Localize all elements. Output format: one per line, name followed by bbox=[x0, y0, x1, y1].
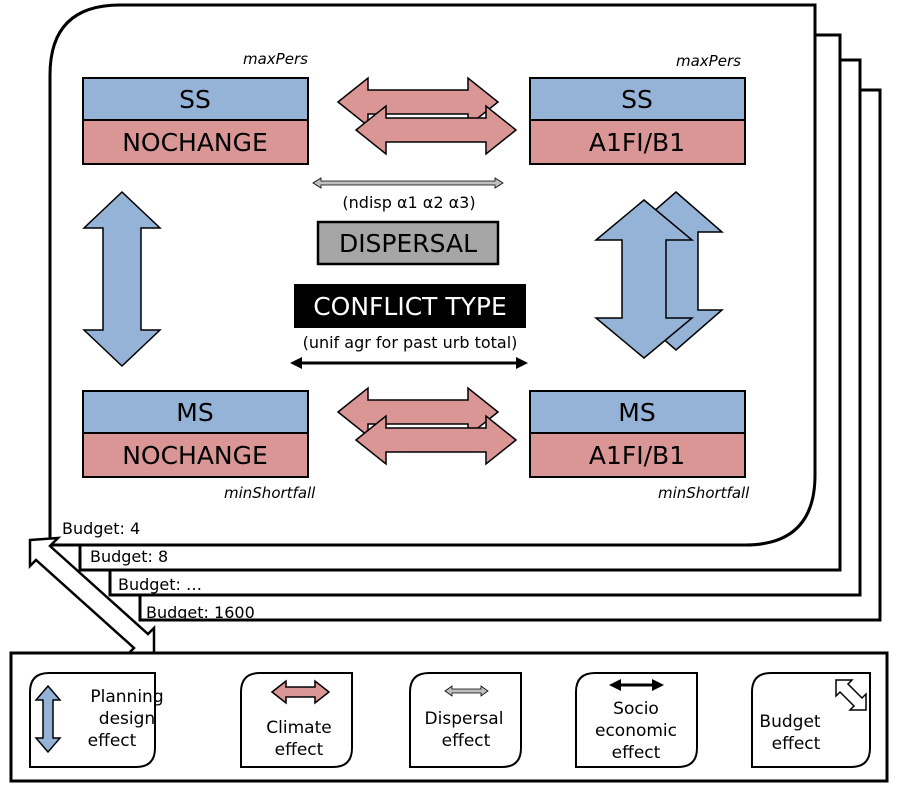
svg-text:Budget: 8: Budget: 8 bbox=[90, 547, 168, 566]
objective-top-right: maxPers bbox=[676, 52, 741, 70]
budget-tab-1: Budget: 4 bbox=[62, 519, 140, 538]
budget-tab-2: Budget: 8 bbox=[90, 547, 168, 566]
budget-tab-4: Budget: 1600 bbox=[146, 603, 255, 622]
climate-label: NOCHANGE bbox=[122, 441, 268, 470]
legend-socio-economic: Socio economic effect bbox=[575, 672, 698, 768]
svg-text:effect: effect bbox=[772, 734, 821, 754]
strategy-label: SS bbox=[179, 85, 211, 114]
scenario-box-bottom-left: MS NOCHANGE bbox=[82, 390, 309, 478]
strategy-label: SS bbox=[621, 85, 653, 114]
conflict-params: (unif agr for past urb total) bbox=[303, 333, 518, 352]
svg-text:Socio: Socio bbox=[613, 699, 659, 719]
svg-text:effect: effect bbox=[612, 743, 661, 763]
svg-text:Budget: 4: Budget: 4 bbox=[62, 519, 140, 538]
scenario-box-bottom-right: MS A1FI/B1 bbox=[529, 390, 746, 478]
planning-arrow-left bbox=[82, 190, 162, 368]
planning-arrow-right bbox=[593, 191, 725, 359]
strategy-label: MS bbox=[618, 398, 655, 427]
svg-text:Dispersal: Dispersal bbox=[425, 709, 504, 729]
svg-text:effect: effect bbox=[275, 740, 324, 760]
climate-label: NOCHANGE bbox=[122, 128, 268, 157]
svg-text:design: design bbox=[99, 709, 155, 729]
legend-climate: Climate effect bbox=[240, 672, 353, 768]
objective-bottom-left: minShortfall bbox=[224, 484, 316, 502]
climate-label: A1FI/B1 bbox=[589, 441, 685, 470]
climate-arrow-bottom bbox=[336, 386, 518, 466]
strategy-label: MS bbox=[176, 398, 213, 427]
budget-tab-3: Budget: … bbox=[118, 575, 202, 594]
conflict-type-box: CONFLICT TYPE bbox=[294, 284, 526, 328]
scenario-box-top-left: SS NOCHANGE bbox=[82, 77, 309, 165]
dispersal-params: (ndisp α1 α2 α3) bbox=[342, 193, 475, 212]
svg-text:Climate: Climate bbox=[266, 718, 331, 738]
svg-text:economic: economic bbox=[595, 721, 677, 741]
svg-text:effect: effect bbox=[442, 731, 491, 751]
climate-arrow-top bbox=[336, 76, 518, 156]
legend-dispersal: Dispersal effect bbox=[409, 672, 522, 768]
svg-text:Budget: 1600: Budget: 1600 bbox=[146, 603, 255, 622]
dispersal-label: DISPERSAL bbox=[339, 229, 477, 258]
climate-label: A1FI/B1 bbox=[589, 128, 685, 157]
conflict-label: CONFLICT TYPE bbox=[313, 292, 507, 321]
objective-top-left: maxPers bbox=[243, 50, 308, 68]
svg-text:Budget: …: Budget: … bbox=[118, 575, 202, 594]
svg-text:Budget: Budget bbox=[759, 712, 820, 732]
dispersal-box: DISPERSAL bbox=[316, 220, 500, 266]
objective-bottom-right: minShortfall bbox=[658, 484, 750, 502]
scenario-box-top-right: SS A1FI/B1 bbox=[529, 77, 746, 165]
legend-planning: Planning design effect bbox=[29, 672, 164, 768]
dispersal-arrow bbox=[312, 177, 504, 189]
svg-text:effect: effect bbox=[88, 731, 137, 751]
legend-budget: Budget effect bbox=[751, 672, 871, 768]
svg-text:Planning: Planning bbox=[90, 687, 163, 707]
